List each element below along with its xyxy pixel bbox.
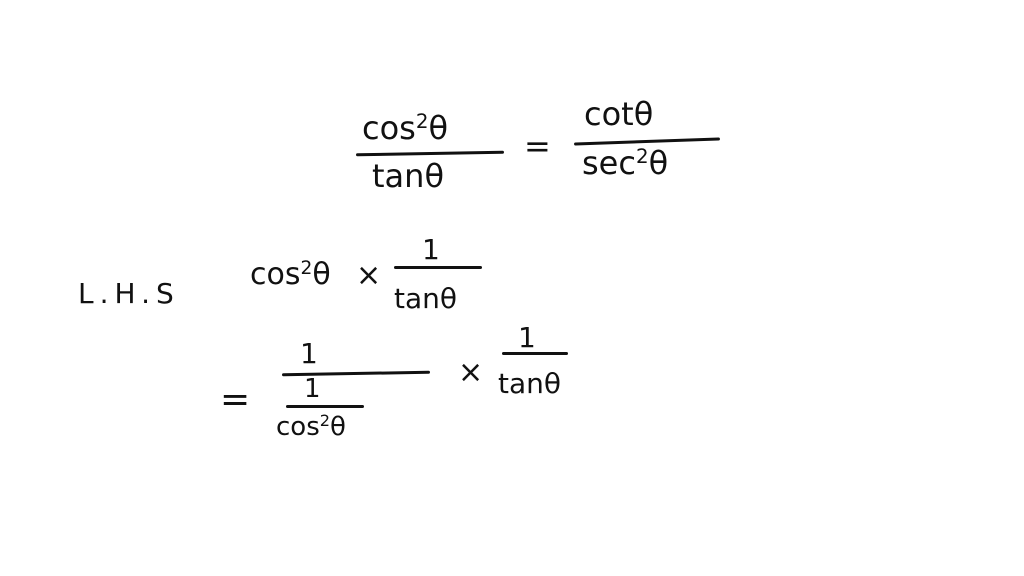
line1-lhs-numerator: cos2θ (362, 109, 449, 147)
line3-equals-sign: = (220, 379, 251, 420)
line3-fraction-denominator: tanθ (498, 367, 562, 400)
line2-fraction-numerator: 1 (422, 233, 440, 266)
line1-equals-sign: = (524, 127, 551, 165)
line3-outer-numerator: 1 (300, 337, 318, 370)
line2-lhs-label: L.H.S (78, 277, 180, 310)
line2-times-sign: × (356, 258, 382, 293)
line3-fraction-bar (502, 352, 568, 355)
line2-cos-squared-term: cos2θ (250, 257, 331, 292)
line1-lhs-fraction-bar (355, 150, 505, 157)
line3-inner-numerator: 1 (304, 374, 321, 404)
line3-inner-denominator: cos2θ (276, 411, 346, 442)
line1-rhs-numerator: cotθ (584, 95, 654, 133)
line3-inner-fraction-bar (286, 405, 364, 408)
line1-lhs-denominator: tanθ (372, 157, 445, 195)
line2-fraction-bar (394, 266, 482, 269)
line3-fraction-numerator: 1 (518, 321, 536, 354)
line3-times-sign: × (458, 355, 484, 390)
line1-rhs-denominator: sec2θ (582, 144, 669, 182)
line2-fraction-denominator: tanθ (394, 282, 458, 315)
